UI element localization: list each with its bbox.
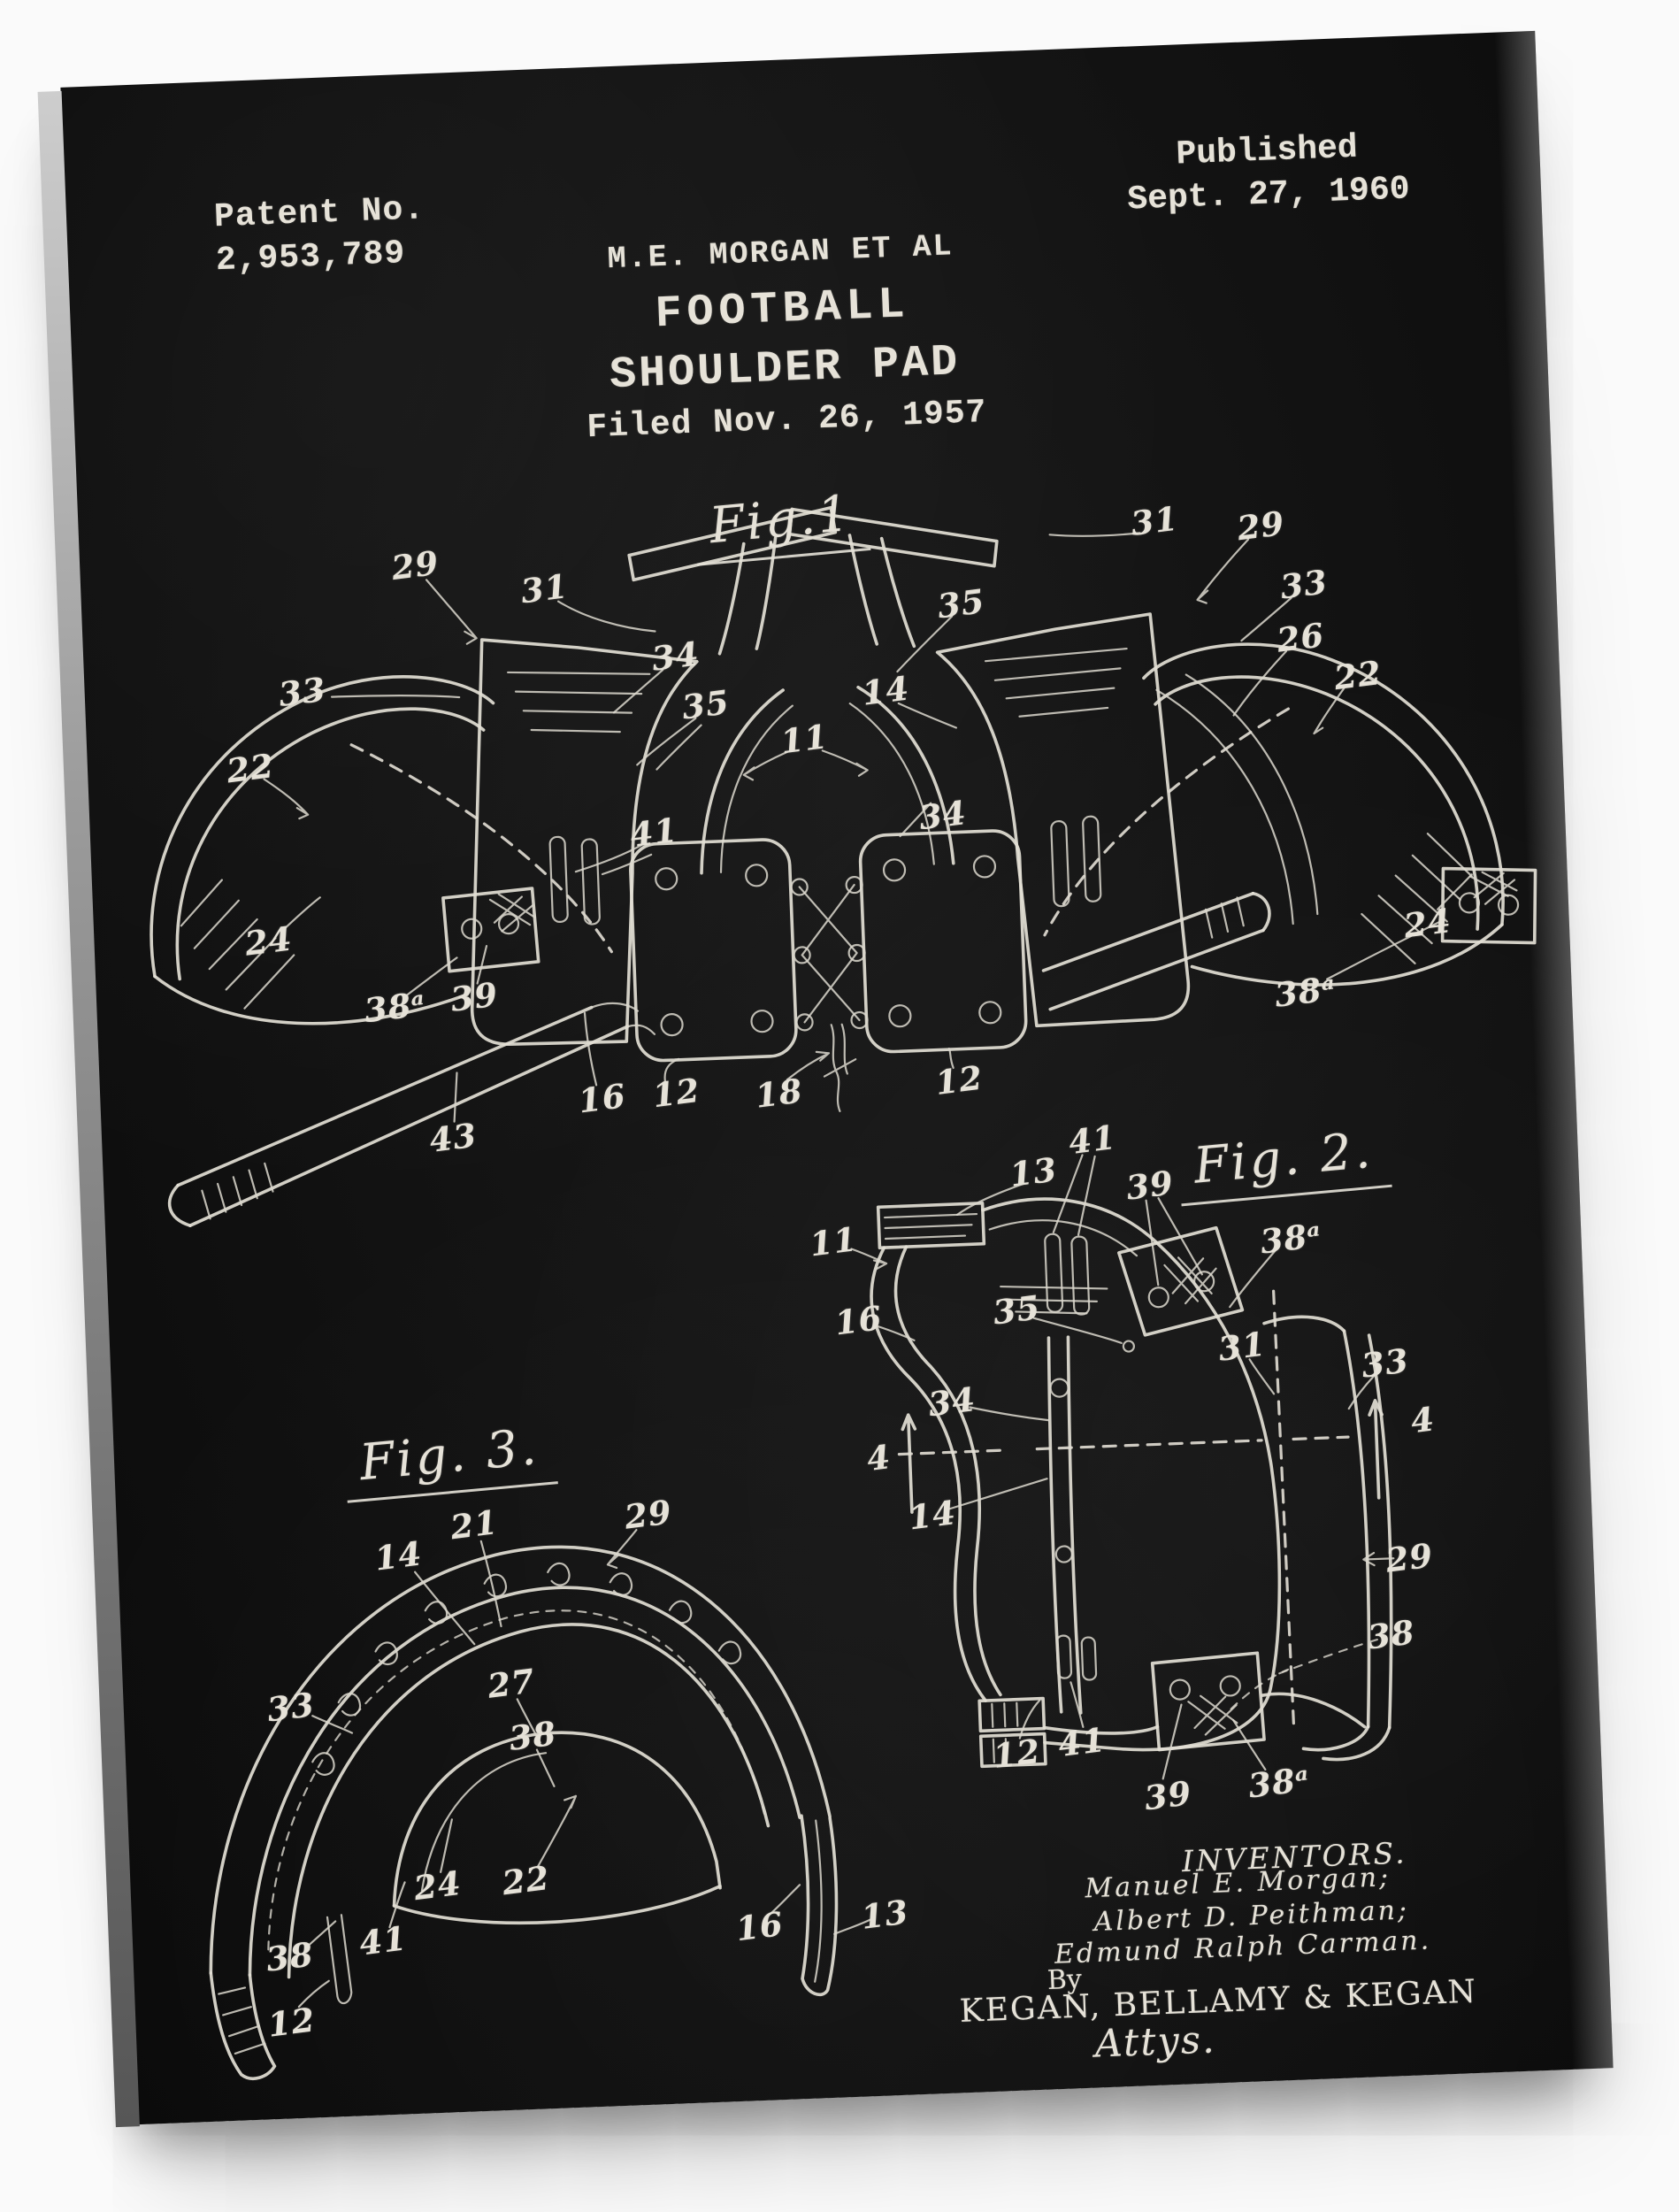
fig1-drawing: [150, 505, 1537, 1227]
patent-artwork: Patent No. 2,953,789 Published Sept. 27,…: [60, 31, 1613, 2124]
callout-38: 38: [264, 1934, 316, 1979]
callout-22: 22: [500, 1857, 552, 1903]
callout-27: 27: [485, 1661, 538, 1706]
patent-print-canvas: Patent No. 2,953,789 Published Sept. 27,…: [60, 30, 1614, 2125]
callout-21: 21: [448, 1502, 501, 1548]
callout-12: 12: [265, 2000, 318, 2045]
callout-13: 13: [859, 1892, 911, 1937]
fig3-callouts: 21 14 29 27 38 33 24 22 41 38 12 16 13: [60, 31, 1613, 2124]
attys-label: Attys.: [1093, 2017, 1217, 2067]
patent-line-art: [150, 505, 1537, 2080]
callout-29: 29: [622, 1492, 675, 1537]
callout-33: 33: [264, 1685, 318, 1730]
callout-24: 24: [411, 1863, 464, 1909]
callout-14: 14: [372, 1533, 425, 1578]
fig2-drawing: [850, 1154, 1395, 1780]
callout-38: 38: [507, 1713, 559, 1758]
fig3-drawing: [209, 1528, 872, 2080]
callout-16: 16: [733, 1903, 786, 1949]
callout-41: 41: [356, 1918, 410, 1963]
